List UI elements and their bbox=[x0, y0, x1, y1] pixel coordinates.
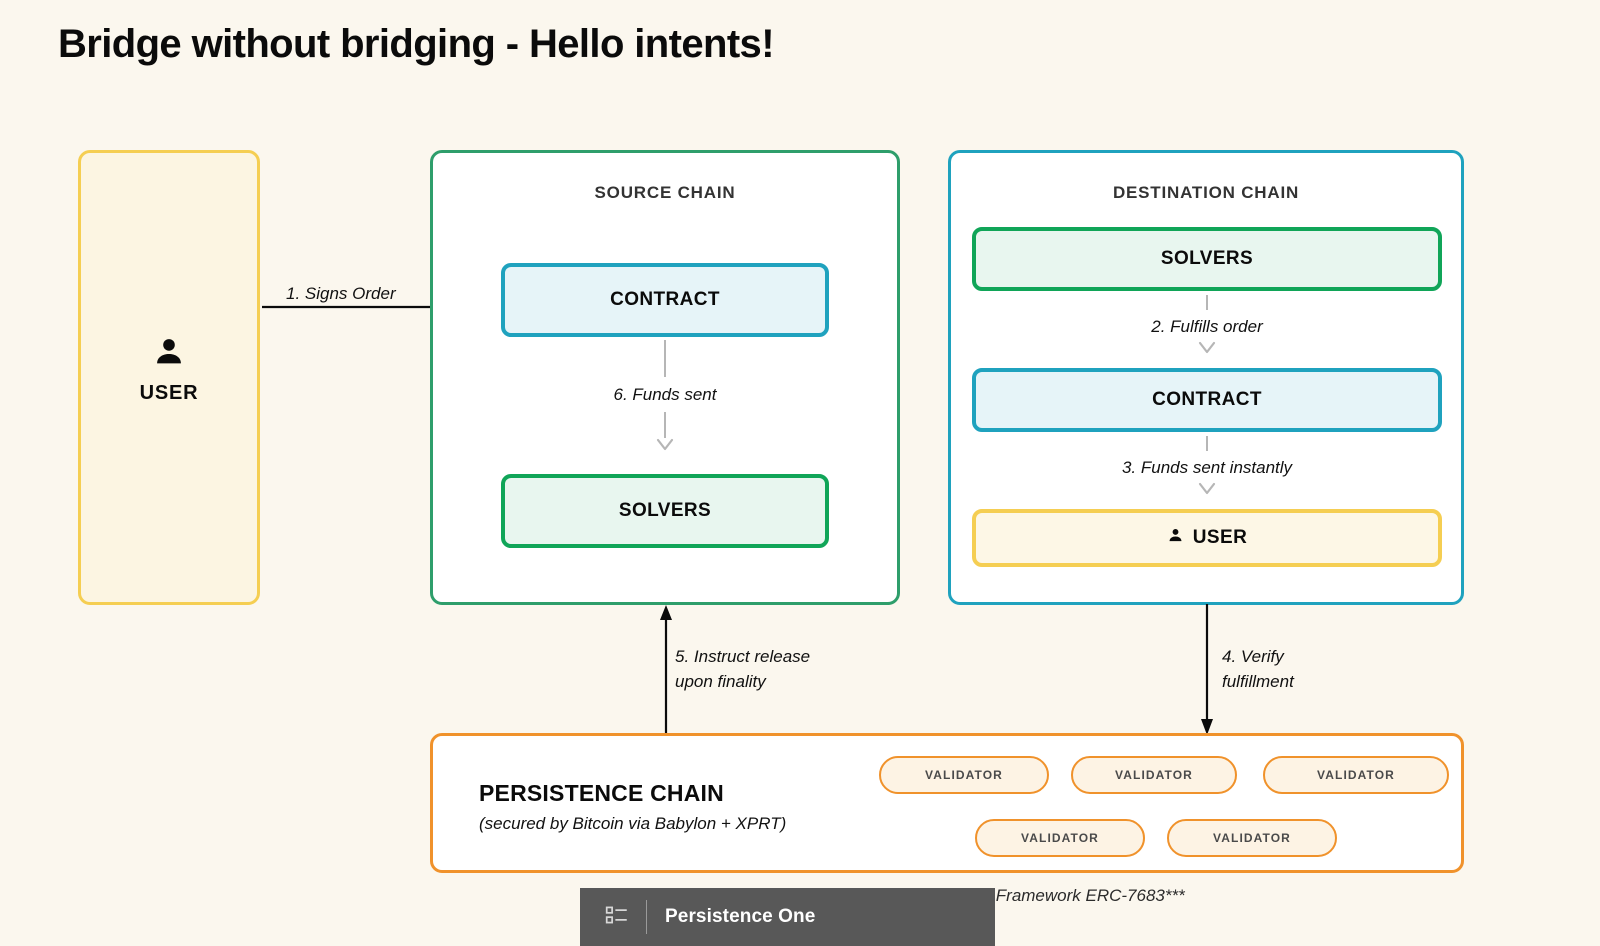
destination-chain-contract-label: CONTRACT bbox=[1152, 389, 1262, 410]
destination-chain-user-label: USER bbox=[1192, 527, 1248, 548]
connector-stem-lower bbox=[664, 412, 666, 439]
user-column-content: USER bbox=[81, 335, 257, 405]
user-column: USER bbox=[78, 150, 260, 605]
arrow-label-verify-line2: fulfillment bbox=[1222, 671, 1294, 691]
source-chain-title: SOURCE CHAIN bbox=[594, 183, 736, 202]
page-title: Bridge without bridging - Hello intents! bbox=[58, 22, 775, 66]
connector-fulfills-order: 2. Fulfills order bbox=[1047, 295, 1367, 355]
chevron-down-icon bbox=[1197, 341, 1217, 355]
connector-funds-sent-label: 6. Funds sent bbox=[613, 385, 717, 404]
brand-overlay-bar: Persistence One bbox=[580, 888, 995, 946]
connector-fulfills-order-label: 2. Fulfills order bbox=[1151, 317, 1263, 336]
validator-label: VALIDATOR bbox=[1317, 768, 1395, 782]
validator-pill[interactable]: VALIDATOR bbox=[1167, 819, 1337, 857]
validator-label: VALIDATOR bbox=[1213, 831, 1291, 845]
validator-label: VALIDATOR bbox=[925, 768, 1003, 782]
destination-chain-solvers-label: SOLVERS bbox=[1160, 248, 1254, 269]
connector-stem bbox=[1206, 295, 1208, 310]
arrow-label-instruct-release: 5. Instruct release upon finality bbox=[675, 645, 810, 694]
persistence-chain-subtitle: (secured by Bitcoin via Babylon + XPRT) bbox=[479, 814, 787, 833]
user-column-label: USER bbox=[139, 382, 199, 404]
connector-funds-sent-instantly-label: 3. Funds sent instantly bbox=[1121, 458, 1293, 477]
validator-pill[interactable]: VALIDATOR bbox=[879, 756, 1049, 794]
arrow-label-verify-fulfillment: 4. Verify fulfillment bbox=[1222, 645, 1294, 694]
persistence-chain-panel: PERSISTENCE CHAIN (secured by Bitcoin vi… bbox=[430, 733, 1464, 873]
chevron-down-icon bbox=[1197, 482, 1217, 496]
source-chain-contract-label: CONTRACT bbox=[610, 289, 720, 310]
arrow-label-instruct-release-line1: 5. Instruct release bbox=[675, 647, 811, 666]
source-chain-contract-node[interactable]: CONTRACT bbox=[501, 263, 829, 337]
connector-stem bbox=[1206, 436, 1208, 451]
source-chain-solvers-node[interactable]: SOLVERS bbox=[501, 474, 829, 548]
destination-chain-user-node[interactable]: USER bbox=[972, 509, 1442, 567]
destination-chain-contract-node[interactable]: CONTRACT bbox=[972, 368, 1442, 432]
validator-pill[interactable]: VALIDATOR bbox=[1263, 756, 1449, 794]
destination-chain-solvers-node[interactable]: SOLVERS bbox=[972, 227, 1442, 291]
arrow-instruct-release bbox=[655, 604, 677, 741]
arrow-label-signs-order: 1. Signs Order bbox=[286, 284, 396, 303]
validator-label: VALIDATOR bbox=[1115, 768, 1193, 782]
source-chain-solvers-label: SOLVERS bbox=[618, 500, 712, 521]
persistence-chain-name: PERSISTENCE CHAIN bbox=[479, 780, 724, 806]
destination-chain-title: DESTINATION CHAIN bbox=[1112, 183, 1300, 202]
arrow-verify-fulfillment bbox=[1196, 604, 1218, 741]
chevron-down-icon bbox=[655, 438, 675, 452]
person-icon bbox=[152, 335, 186, 374]
validator-pill[interactable]: VALIDATOR bbox=[1071, 756, 1237, 794]
person-icon bbox=[1167, 527, 1184, 550]
brand-divider bbox=[646, 900, 647, 934]
connector-stem bbox=[664, 340, 666, 377]
arrow-label-verify-line1: 4. Verify bbox=[1222, 647, 1284, 666]
connector-funds-sent-instantly: 3. Funds sent instantly bbox=[1047, 436, 1367, 496]
validator-pill[interactable]: VALIDATOR bbox=[975, 819, 1145, 857]
brand-name: Persistence One bbox=[665, 906, 816, 927]
arrow-label-instruct-release-line2: upon finality bbox=[675, 671, 766, 691]
connector-funds-sent: 6. Funds sent bbox=[505, 340, 825, 452]
list-view-icon bbox=[604, 902, 630, 933]
validator-label: VALIDATOR bbox=[1021, 831, 1099, 845]
